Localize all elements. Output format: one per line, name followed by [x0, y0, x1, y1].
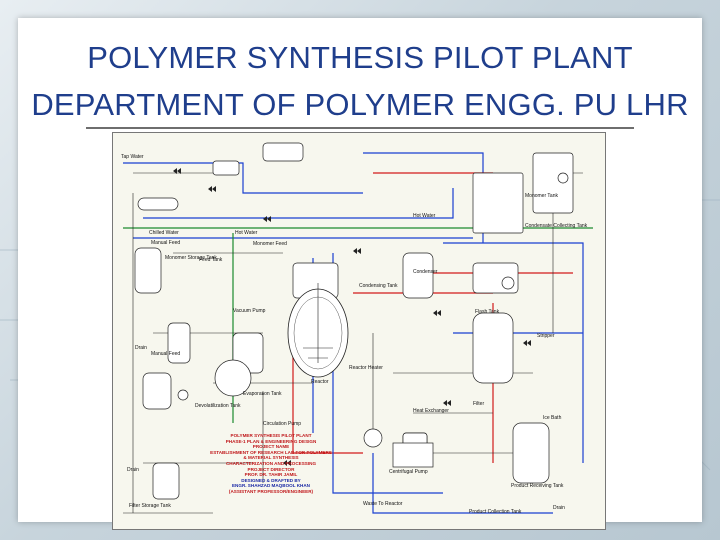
credit-line: ENGR. SHAHZAD MAQBOOL KHAN — [231, 483, 310, 489]
diagram-label: Vacuum Pump — [233, 308, 266, 314]
diagram-label: Condensate Collecting Tank — [525, 223, 588, 229]
diagram-label: Devolatilization Tank — [195, 403, 241, 409]
diagram-label: Hot Water — [413, 213, 436, 219]
diagram-label: Evaporation Tank — [243, 391, 282, 397]
diagram-label: Centrifugal Pump — [389, 469, 428, 475]
credit-line: PROJECT NAME — [252, 444, 290, 450]
reactor-vessel — [287, 283, 349, 378]
diagram-label: Filter Storage Tank — [129, 503, 171, 509]
credit-line: POLYMER SYNTHESIS PILOT PLANT — [230, 433, 312, 438]
diagram-label: Chilled Water — [149, 230, 179, 236]
credit-line: PROF. DR. TAHIR JAMIL — [244, 472, 298, 478]
diagram-label: Product Collection Tank — [469, 509, 522, 515]
credit-line: (ASSISTANT PROFESSOR/ENGINEER) — [228, 488, 314, 494]
credit-line: ESTABLISHMENT OF RESEARCH LAB FOR POLYME… — [210, 449, 332, 455]
diagram-label: Ice Bath — [543, 415, 562, 421]
diagram-label: Drain — [553, 505, 565, 511]
diagram-label: Monomer Feed — [253, 241, 287, 247]
diagram-label: Hot Water — [235, 230, 258, 236]
process-flow-diagram: Tap Water Chilled Water Hot Water Manual… — [112, 132, 606, 530]
diagram-label: Circulation Pump — [263, 421, 302, 427]
diagram-label: Reactor Heater — [349, 365, 383, 371]
diagram-label: Feed Tank — [199, 257, 223, 263]
diagram-schematic — [123, 142, 593, 514]
diagram-label: Waste To Reactor — [363, 501, 403, 507]
diagram-label: Reactor — [311, 379, 329, 385]
diagram-label: Monomer Tank — [525, 193, 558, 199]
title-line-1: POLYMER SYNTHESIS PILOT PLANT — [87, 40, 633, 75]
diagram-label: Flash Tank — [475, 309, 500, 315]
diagram-label: Heat Exchanger — [413, 408, 449, 414]
diagram-label: Tap Water — [121, 154, 144, 160]
diagram-label: Drain — [135, 345, 147, 351]
title-line-2: DEPARTMENT OF POLYMER ENGG. PU LHR — [31, 87, 689, 122]
credit-line: CHARACTERIZATION AND PROCESSING — [225, 460, 317, 466]
diagram-label: Manual Feed — [151, 240, 181, 246]
diagram-label: Drain — [127, 467, 139, 473]
diagram-label: Stripper — [537, 333, 555, 339]
design-credit-block: POLYMER SYNTHESIS PILOT PLANT PHASE-1 PL… — [201, 433, 341, 495]
diagram-label: Monomer Storage Tank — [165, 255, 217, 261]
diagram-label: Condensing Tank — [359, 283, 398, 289]
diagram-label: Condenser — [413, 269, 438, 275]
credit-line: & MATERIAL SYNTHESIS — [243, 455, 299, 461]
title-divider — [86, 127, 634, 129]
credit-line: PROJECT DIRECTOR — [247, 466, 295, 472]
diagram-label: Filter — [473, 401, 485, 407]
credit-line: DESIGNED & DRAFTED BY — [241, 477, 301, 483]
slide-title: POLYMER SYNTHESIS PILOT PLANT DEPARTMENT… — [0, 34, 720, 128]
credit-line: PHASE-1 PLAN & ENGINEERING DESIGN — [225, 438, 317, 444]
diagram-label: Product Receiving Tank — [511, 483, 564, 489]
diagram-label: Manual Feed — [151, 351, 181, 357]
